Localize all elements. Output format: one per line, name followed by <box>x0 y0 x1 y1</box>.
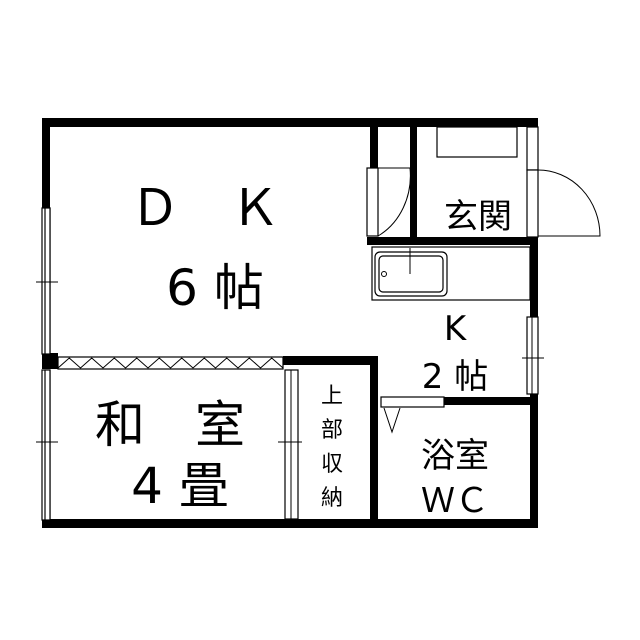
kitchen-sink <box>371 246 531 301</box>
window-washitsu-left <box>36 369 58 521</box>
window-dk-left <box>36 207 58 355</box>
closet-label-char: 上 <box>321 384 343 409</box>
window-kitchen-right <box>522 316 544 395</box>
closet-door[interactable] <box>278 369 302 520</box>
washitsu-size-label: 4 畳 <box>131 457 229 515</box>
kitchen-size-label: 2 帖 <box>422 357 488 397</box>
closet-label: 上 部 収 納 <box>321 384 343 511</box>
closet-label-char: 納 <box>321 486 343 511</box>
closet-label-char: 収 <box>321 452 343 477</box>
bath-label: 浴室 <box>421 436 489 476</box>
dk-label: Ｄ Ｋ <box>130 179 280 237</box>
dk-size-label: 6 帖 <box>166 259 264 317</box>
shoe-cabinet <box>436 126 518 158</box>
kitchen-label: K <box>444 309 468 349</box>
entrance-door[interactable] <box>526 126 601 238</box>
entrance-label: 玄関 <box>444 197 512 237</box>
bath-door[interactable] <box>380 396 445 434</box>
wc-label: ＷＣ <box>421 481 489 521</box>
washitsu-label: 和 室 <box>95 396 245 454</box>
sliding-partition <box>57 356 284 370</box>
walls <box>42 118 538 528</box>
closet-label-char: 部 <box>321 418 343 443</box>
dk-entrance-door[interactable] <box>366 167 411 237</box>
